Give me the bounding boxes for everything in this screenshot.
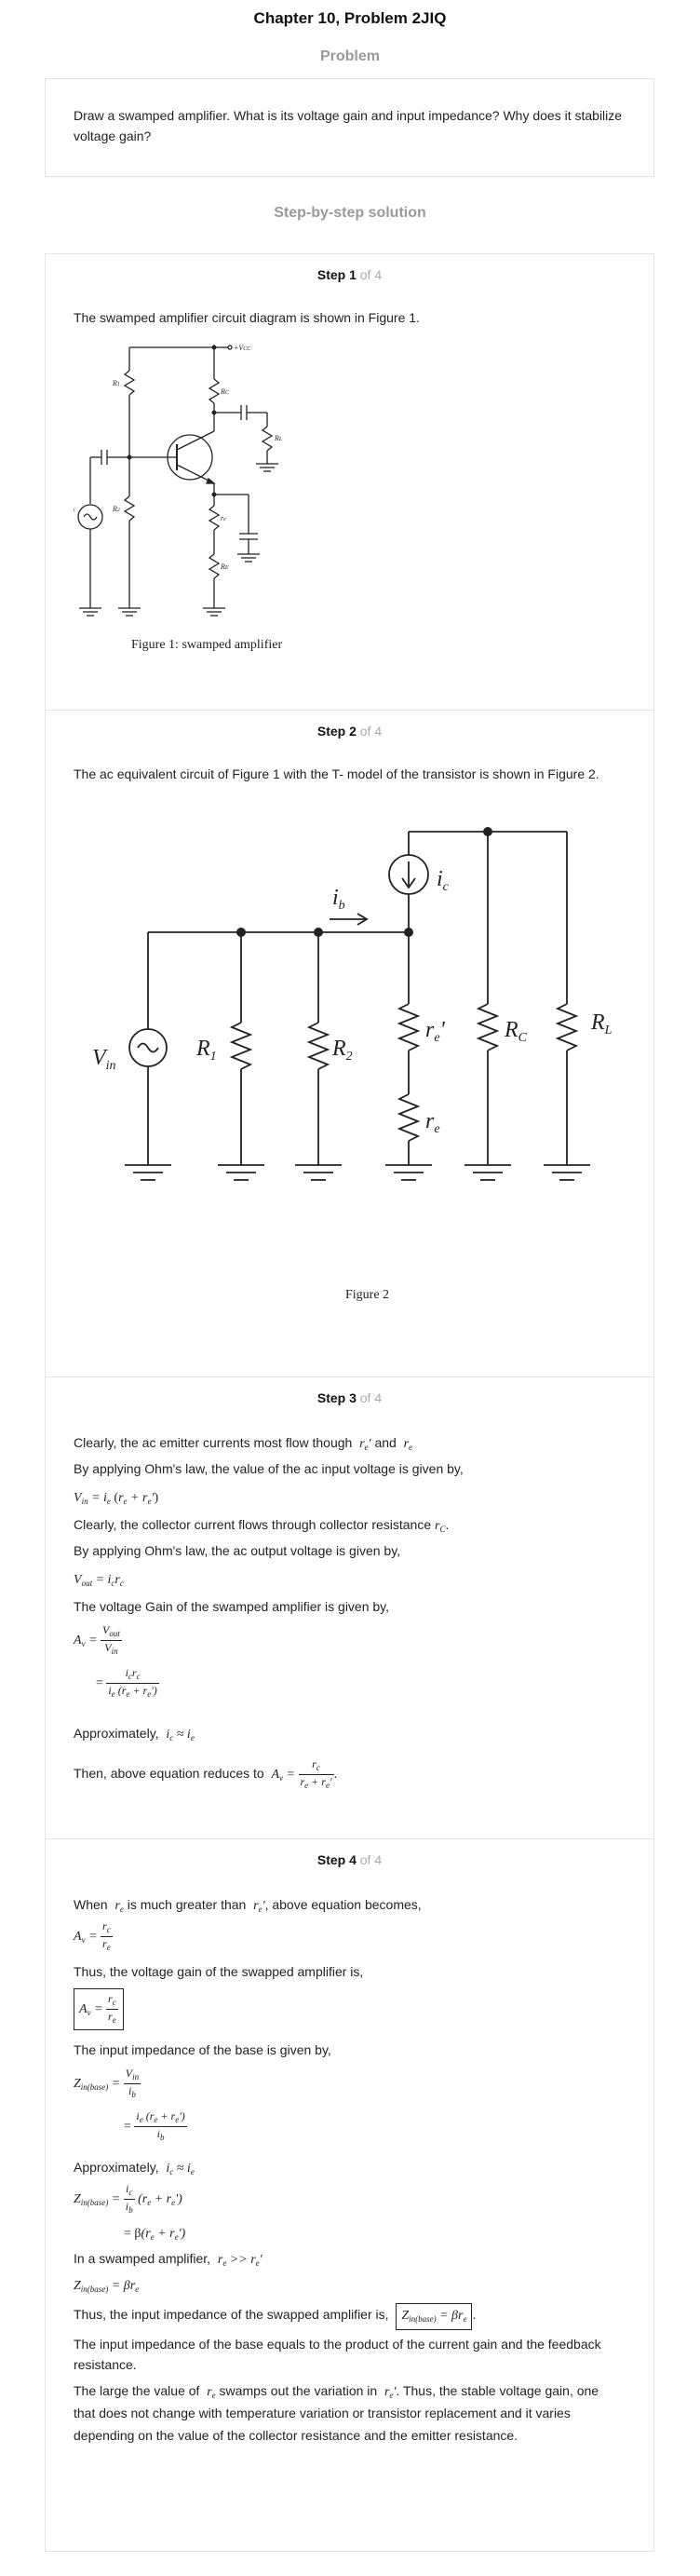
eq-zin-5: Zin(base) = βre bbox=[74, 2279, 140, 2294]
step-3: Step 3 of 4 Clearly, the ac emitter curr… bbox=[46, 1377, 653, 1839]
figure-2-caption: Figure 2 bbox=[345, 1288, 390, 1302]
step-4-line-6: Thus, the input impedance of the swapped… bbox=[74, 2303, 476, 2330]
page-title: Chapter 10, Problem 2JIQ bbox=[253, 9, 447, 27]
svg-text:RC: RC bbox=[220, 387, 230, 396]
step-4-line-4: Approximately, ic ≈ ie bbox=[74, 2160, 195, 2176]
step-3-line-3: Clearly, the collector current flows thr… bbox=[74, 1517, 450, 1534]
problem-heading: Problem bbox=[319, 48, 380, 64]
step-4-line-3: The input impedance of the base is given… bbox=[74, 2042, 331, 2057]
step-3-line-1: Clearly, the ac emitter currents most fl… bbox=[74, 1435, 413, 1452]
svg-text:R2: R2 bbox=[112, 505, 120, 513]
step-3-label: Step 3 of 4 bbox=[316, 1390, 383, 1405]
svg-text:RE: RE bbox=[220, 563, 229, 571]
eq-zin-4: = β(re + re') bbox=[124, 2227, 186, 2242]
svg-text:R1: R1 bbox=[112, 379, 120, 387]
svg-text:R1: R1 bbox=[195, 1037, 217, 1064]
step-4-line-5: In a swamped amplifier, re >> re' bbox=[74, 2251, 262, 2268]
step-4-line-8d: that does not change with temperature va… bbox=[74, 2406, 571, 2420]
step-4-line-7b: resistance. bbox=[74, 2357, 137, 2372]
eq-vout: Vout = icrc bbox=[74, 1573, 124, 1588]
eq-vin: Vin = ie (re + re') bbox=[74, 1491, 159, 1506]
step-2-label: Step 2 of 4 bbox=[316, 724, 383, 739]
svg-text:Vin: Vin bbox=[92, 1046, 116, 1073]
svg-text:re': re' bbox=[425, 1018, 446, 1045]
step-3-line-6: Approximately, ic ≈ ie bbox=[74, 1726, 195, 1742]
step-4-label: Step 4 of 4 bbox=[316, 1852, 383, 1867]
step-3-line-5: The voltage Gain of the swamped amplifie… bbox=[74, 1599, 390, 1614]
step-1-label: Step 1 of 4 bbox=[316, 267, 383, 282]
step-4: Step 4 of 4 When re is much greater than… bbox=[46, 1839, 653, 2553]
svg-text:RL: RL bbox=[590, 1010, 612, 1037]
svg-text:Vin: Vin bbox=[74, 505, 75, 513]
figure-1-caption: Figure 1: swamped amplifier bbox=[131, 638, 283, 652]
problem-text: Draw a swamped amplifier. What is its vo… bbox=[74, 108, 623, 143]
step-1: Step 1 of 4 The swamped amplifier circui… bbox=[46, 254, 653, 711]
step-2: Step 2 of 4 The ac equivalent circuit of… bbox=[46, 711, 653, 1377]
step-2-text: The ac equivalent circuit of Figure 1 wi… bbox=[74, 766, 599, 781]
figure-2-circuit: ic ib Vin R1 R2 re' re RC RL bbox=[92, 827, 612, 1181]
svg-text:+VCC: +VCC bbox=[234, 344, 251, 352]
svg-text:RL: RL bbox=[274, 434, 283, 442]
problem-box: Draw a swamped amplifier. What is its vo… bbox=[45, 78, 654, 177]
step-3-line-4: By applying Ohm's law, the ac output vol… bbox=[74, 1543, 401, 1558]
svg-text:re: re bbox=[221, 514, 226, 522]
solution-heading: Step-by-step solution bbox=[274, 205, 426, 221]
svg-text:RC: RC bbox=[504, 1018, 528, 1045]
step-4-line-8: The large the value of re swamps out the… bbox=[74, 2383, 599, 2400]
step-4-line-7: The input impedance of the base equals t… bbox=[74, 2337, 601, 2352]
svg-text:ib: ib bbox=[332, 886, 345, 913]
eq-zin-2: = ie (re + re')ib bbox=[124, 2109, 187, 2142]
step-3-line-2: By applying Ohm's law, the value of the … bbox=[74, 1461, 464, 1476]
solution-box: Step 1 of 4 The swamped amplifier circui… bbox=[45, 253, 654, 2552]
step-4-line-8e: depending on the value of the collector … bbox=[74, 2428, 518, 2443]
svg-text:ic: ic bbox=[437, 867, 450, 894]
svg-text:re: re bbox=[425, 1109, 440, 1136]
step-4-line-1: When re is much greater than re', above … bbox=[74, 1897, 422, 1914]
step-1-text: The swamped amplifier circuit diagram is… bbox=[74, 310, 420, 325]
figure-1-circuit: +VCC RC RL R1 R2 Vin re RE bbox=[74, 344, 283, 617]
step-4-line-2: Thus, the voltage gain of the swapped am… bbox=[74, 1964, 364, 1979]
svg-text:R2: R2 bbox=[331, 1037, 353, 1064]
